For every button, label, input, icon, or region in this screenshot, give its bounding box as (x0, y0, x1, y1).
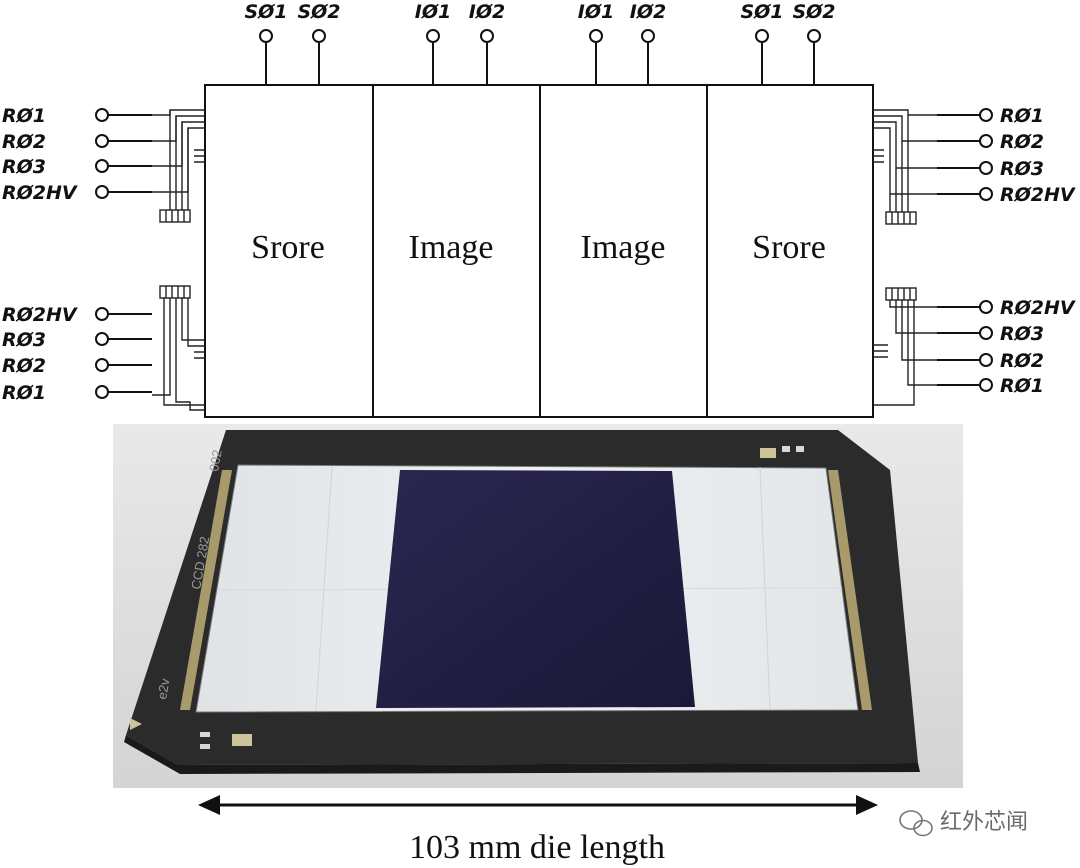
pin-circle (95, 159, 109, 173)
glass-seam (315, 465, 333, 712)
contact-pad (232, 734, 252, 746)
left-wiring-upper (152, 109, 205, 223)
bond-pad-strip (828, 470, 872, 710)
bond-pad-strip (180, 470, 232, 710)
chip-photo: CCD 282 e2v 002 (113, 424, 963, 788)
pin-circle (95, 332, 109, 346)
pin-label: SØ1 (740, 1, 783, 23)
left-pins (95, 108, 152, 399)
pin-label: IØ1 (578, 1, 614, 23)
pin-label: RØ3 (2, 329, 46, 351)
pin-label: SØ1 (244, 1, 287, 23)
pin-circle (259, 29, 273, 43)
pin-label: RØ2HV (1000, 297, 1076, 319)
right-pins (937, 108, 993, 392)
pin-circle (480, 29, 494, 43)
pin-label: RØ1 (2, 105, 46, 127)
schematic: Srore Image Image Srore SØ1 SØ2 IØ1 IØ2 … (2, 1, 1076, 418)
package-edge (124, 735, 920, 774)
top-pins (259, 29, 821, 85)
pin-label: IØ1 (415, 1, 451, 23)
dimension-label: 103 mm die length (409, 829, 665, 866)
right-wiring-upper (873, 109, 937, 225)
pin-circle (95, 134, 109, 148)
pin-circle (95, 185, 109, 199)
contact-pad (200, 744, 210, 749)
pin-circle (641, 29, 655, 43)
region-label: Srore (752, 229, 826, 266)
region-label: Srore (251, 229, 325, 266)
pin-label: SØ2 (792, 1, 835, 23)
pin-label: RØ1 (2, 382, 46, 404)
watermark: 红外芯闻 (899, 810, 1028, 837)
pin-label: RØ1 (1000, 105, 1044, 127)
pin-label: RØ2 (1000, 350, 1044, 372)
pin-circle (95, 307, 109, 321)
pin-circle (979, 134, 993, 148)
pin-label: RØ2HV (2, 182, 78, 204)
orientation-triangle-icon (130, 718, 142, 730)
pin-circle (979, 300, 993, 314)
sensor-area (376, 470, 695, 708)
arrow-left-icon (198, 795, 220, 815)
watermark-text: 红外芯闻 (940, 810, 1028, 835)
pin-circle (95, 108, 109, 122)
wechat-icon (899, 810, 933, 837)
contact-pad (200, 732, 210, 737)
pin-circle (755, 29, 769, 43)
pin-label: RØ2 (2, 131, 46, 153)
pin-label: IØ2 (630, 1, 666, 23)
pin-circle (95, 358, 109, 372)
pin-circle (979, 326, 993, 340)
manufacturer-label: e2v (154, 677, 172, 701)
pin-circle (589, 29, 603, 43)
dimension-arrow (198, 795, 878, 815)
pin-label: RØ3 (2, 156, 46, 178)
pin-circle (95, 385, 109, 399)
pin-circle (312, 29, 326, 43)
arrow-right-icon (856, 795, 878, 815)
right-wiring-lower (873, 287, 937, 406)
pin-circle (979, 108, 993, 122)
pin-label: RØ2 (2, 355, 46, 377)
contact-pad (796, 446, 804, 452)
pin-label: RØ3 (1000, 158, 1044, 180)
left-wiring-lower (152, 285, 205, 411)
pin-label: RØ2HV (1000, 184, 1076, 206)
pin-label: IØ2 (469, 1, 505, 23)
device-id-label: 002 (206, 449, 225, 473)
pin-circle (979, 378, 993, 392)
region-label: Image (409, 229, 494, 266)
contact-pad (782, 446, 790, 452)
pin-label: RØ2HV (2, 304, 78, 326)
pin-label: RØ1 (1000, 375, 1044, 397)
region-label: Image (581, 229, 666, 266)
pin-label: SØ2 (297, 1, 340, 23)
pin-circle (979, 161, 993, 175)
pin-label: RØ3 (1000, 323, 1044, 345)
pin-label: RØ2 (1000, 131, 1044, 153)
pin-circle (979, 353, 993, 367)
contact-pad (760, 448, 776, 458)
pin-circle (426, 29, 440, 43)
pin-circle (807, 29, 821, 43)
pin-circle (979, 187, 993, 201)
